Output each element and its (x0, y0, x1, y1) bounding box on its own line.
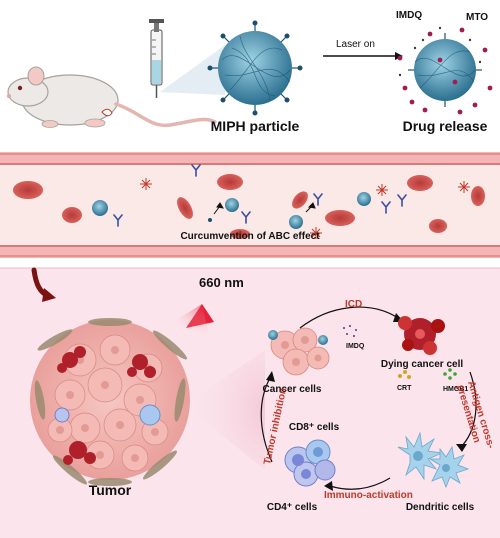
antibody-icons (113, 164, 407, 227)
tumor-label: Tumor (89, 482, 132, 498)
vessel-nanoparticles (92, 192, 371, 229)
dendritic-cells (397, 431, 470, 489)
crt-label: CRT (397, 385, 412, 392)
tumor-inhibition-arrow-head (266, 371, 275, 382)
hmgb1-label: HMGB1 (443, 386, 468, 393)
dendritic-cells-label: Dendritic cells (406, 502, 475, 513)
dying-cancer-cell (398, 316, 445, 355)
miph-particle (207, 20, 303, 116)
icd-label: ICD (345, 299, 362, 310)
cd8-cells-label: CD8⁺ cells (289, 422, 340, 433)
top-panel: MIPH particle Laser on (7, 10, 493, 134)
cancer-cells-illustration (268, 327, 330, 376)
vessel-arrows (213, 202, 316, 215)
drug-release-particle (397, 26, 493, 115)
snowflake-icons (140, 178, 470, 239)
imdq-label: IMDQ (396, 10, 422, 21)
immuno-activation-arrow (329, 477, 391, 490)
laser-glow (160, 304, 210, 340)
zoom-wedge (160, 45, 225, 95)
mto-label: MTO (466, 12, 488, 23)
miph-particle-label: MIPH particle (211, 118, 300, 134)
zoom-wedge-tumor (185, 350, 265, 470)
mouse-illustration (7, 66, 217, 128)
immuno-activation-label: Immuno-activation (324, 490, 413, 501)
tumor-illustration (30, 318, 190, 486)
laser-on-label: Laser on (336, 39, 375, 50)
drug-release-label: Drug release (403, 118, 488, 134)
antigen-arrow (459, 371, 477, 449)
wavelength-label: 660 nm (199, 275, 244, 290)
tumor-inhibition-arrow (260, 377, 273, 463)
vessel-to-tumor-arrow-head (42, 288, 56, 302)
t-cells (284, 439, 336, 487)
syringe-icon (149, 19, 164, 98)
cancer-cells-label: Cancer cells (263, 384, 322, 395)
imdq-small-label: IMDQ (346, 343, 365, 350)
tumor-panel: 660 nm (0, 267, 500, 538)
red-blood-cells (13, 174, 485, 239)
abc-effect-label: Curcumvention of ABC effect (180, 231, 320, 242)
blood-vessel: Curcumvention of ABC effect (0, 152, 500, 258)
antigen-arrow-head (456, 444, 467, 452)
dying-cancer-cell-label: Dying cancer cell (381, 359, 463, 370)
icd-arrow (299, 306, 399, 329)
cd4-cells-label: CD4⁺ cells (267, 502, 318, 513)
immuno-activation-arrow-head (324, 481, 333, 491)
